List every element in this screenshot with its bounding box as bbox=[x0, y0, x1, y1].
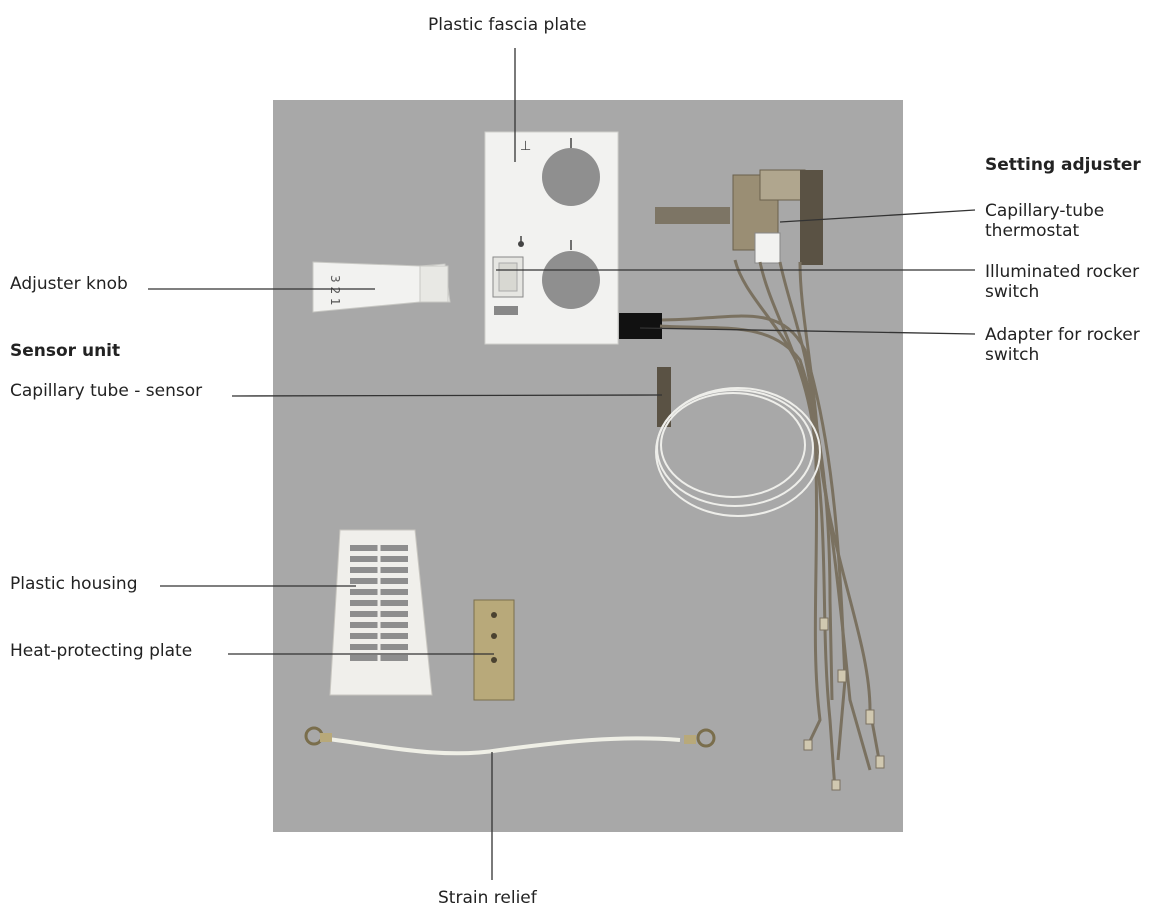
label-strain-relief: Strain relief bbox=[438, 888, 537, 908]
label-adapter-for-rocker-switch: Adapter for rocker switch bbox=[985, 325, 1140, 365]
label-plastic-housing: Plastic housing bbox=[10, 574, 138, 594]
thermostat bbox=[655, 169, 823, 265]
label-capillary-tube-thermostat: Capillary-tube thermostat bbox=[985, 201, 1105, 241]
wire-bundle bbox=[659, 259, 882, 791]
leader-sensor bbox=[231, 394, 663, 397]
capillary-sensor bbox=[655, 367, 821, 517]
plastic-housing bbox=[329, 529, 433, 696]
fascia-symbol-top: ⊥ bbox=[520, 139, 531, 154]
label-plastic-fascia-plate: Plastic fascia plate bbox=[428, 15, 587, 35]
label-illuminated-rocker-switch: Illuminated rocker switch bbox=[985, 262, 1140, 302]
label-adjuster-knob: Adjuster knob bbox=[10, 274, 128, 294]
label-heat-protecting-plate: Heat-protecting plate bbox=[10, 641, 193, 661]
rocker-adapter bbox=[619, 313, 662, 339]
strain-relief-part bbox=[304, 726, 716, 756]
leader-adapter bbox=[639, 327, 976, 335]
fascia-hole-top bbox=[542, 148, 600, 206]
label-capillary-tube-sensor: Capillary tube - sensor bbox=[10, 381, 203, 401]
leader-lines bbox=[148, 48, 976, 880]
wire-terminals bbox=[803, 617, 885, 791]
label-setting-adjuster: Setting adjuster bbox=[985, 155, 1141, 175]
fascia-plate: ⊥ bbox=[484, 131, 619, 345]
heat-protecting-plate-part bbox=[473, 599, 515, 701]
adjuster-knob: 3 2 1 bbox=[312, 261, 451, 313]
leader-thermostat bbox=[779, 209, 976, 223]
fascia-symbol-thermo bbox=[518, 241, 524, 247]
fascia-hole-bottom bbox=[542, 251, 600, 309]
knob-markings: 3 2 1 bbox=[328, 275, 342, 306]
label-sensor-unit: Sensor unit bbox=[10, 341, 121, 361]
